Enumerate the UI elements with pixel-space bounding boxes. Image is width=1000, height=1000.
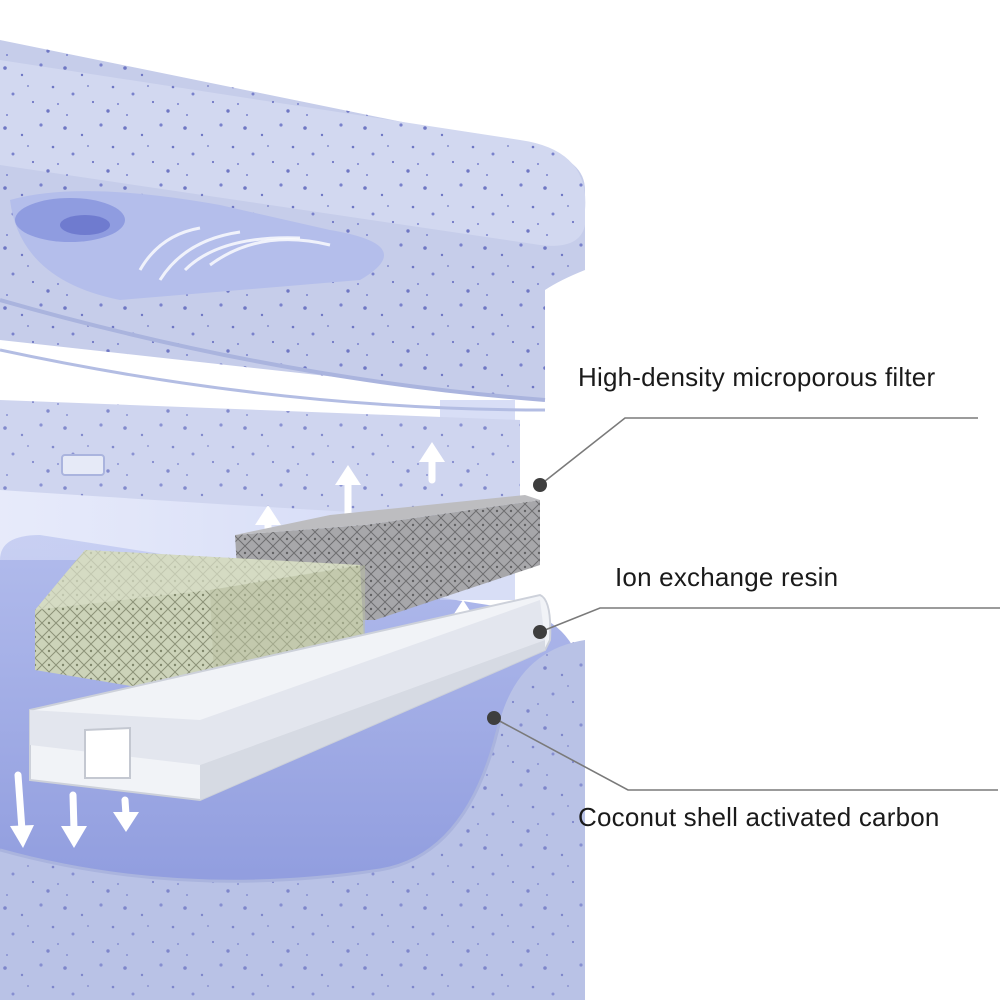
label-activated-carbon: Coconut shell activated carbon bbox=[578, 802, 940, 832]
label-microporous-filter: High-density microporous filter bbox=[578, 362, 936, 392]
downward-flow-arrow-icon bbox=[10, 771, 34, 848]
leader-dot-ion-exchange-resin bbox=[533, 625, 547, 639]
upward-flow-arrow-icon bbox=[419, 442, 445, 484]
leader-lines bbox=[493, 417, 1000, 791]
leader-dot-microporous-filter bbox=[533, 478, 547, 492]
leader-line-ion-exchange-resin bbox=[539, 607, 1000, 633]
downward-flow-arrow-icon bbox=[61, 791, 87, 848]
leader-dots bbox=[487, 478, 547, 725]
filter-tray bbox=[29, 593, 552, 802]
leader-line-microporous-filter bbox=[539, 417, 978, 486]
leader-line-activated-carbon bbox=[493, 717, 998, 791]
downward-flow-arrows bbox=[10, 771, 139, 848]
label-ion-exchange-resin: Ion exchange resin bbox=[615, 562, 839, 592]
downward-flow-arrow-icon bbox=[113, 796, 139, 832]
upper-housing bbox=[0, 40, 586, 520]
leader-dot-activated-carbon bbox=[487, 711, 501, 725]
